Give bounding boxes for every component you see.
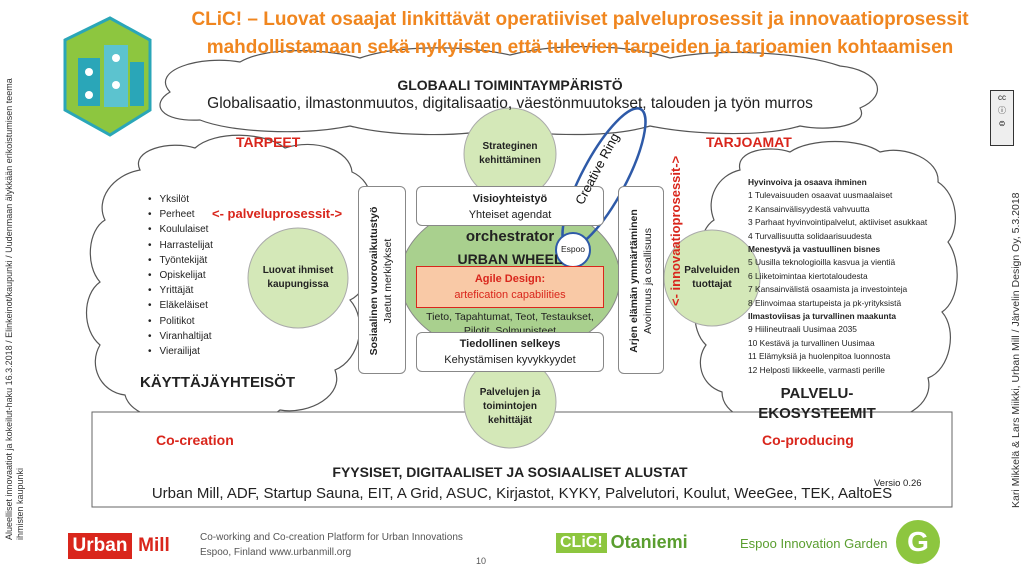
everyday-bar-sub: Avoimuus ja osallisuus (642, 227, 654, 335)
global-text: Globalisaatio, ilmastonmuutos, digitalis… (207, 95, 813, 112)
garden-logo-icon: G (896, 520, 940, 564)
list-item: 11 Elämyksiä ja huolenpitoa luonnosta (748, 351, 891, 362)
vision-box: Visioyhteistyö Yhteiset agendat (416, 186, 604, 226)
title-line-2: mahdollistamaan sekä nykyisten että tule… (206, 37, 954, 58)
user-community-label: KÄYTTÄJÄYHTEISÖT (140, 374, 296, 391)
list-item: Viranhaltijat (148, 329, 213, 344)
list-item: Opiskelijat (148, 268, 213, 283)
global-cloud (159, 46, 879, 136)
list-group-title: Hyvinvoiva ja osaava ihminen (748, 177, 867, 187)
list-item: Koululaiset (148, 222, 213, 237)
info-title: Tiedollinen selkeys (459, 338, 561, 350)
urban-wheel-label: URBAN WHEEL (457, 251, 563, 267)
platforms-heading: FYYSISET, DIGITAALISET JA SOSIAALISET AL… (332, 464, 688, 480)
list-item: 5 Uusilla teknologioilla kasvua ja vient… (748, 257, 896, 268)
page-number: 10 (476, 556, 487, 566)
list-item: 6 Liiketoimintaa kiertotaloudesta (748, 270, 868, 281)
list-item: Yrittäjät (148, 283, 213, 298)
user-list: Yksilöt Perheet Koululaiset Harrastelija… (148, 192, 213, 359)
agile-design-box: Agile Design: artefication capabilities (416, 266, 604, 308)
tagline-line-2: Espoo, Finland www.urbanmill.org (200, 547, 352, 558)
list-item: Perheet (148, 207, 213, 222)
list-item: 4 Turvallisuutta solidaarisuudesta (748, 230, 872, 241)
info-box: Tiedollinen selkeys Kehystämisen kyvykky… (416, 332, 604, 372)
social-bar-title: Sosiaalinen vuorovaikutustyö (368, 206, 380, 356)
providers-circle (663, 229, 761, 327)
city-logo-icon (63, 16, 152, 137)
list-item: Harrastelijat (148, 238, 213, 253)
espoo-node-label: Espoo (560, 244, 586, 254)
social-interaction-bar: Sosiaalinen vuorovaikutustyö Jaetut merk… (358, 186, 406, 374)
urban-mill-logo-mill: Mill (138, 535, 170, 556)
ecosystem-line-1: PALVELU- (780, 385, 854, 402)
platforms-text: Urban Mill, ADF, Startup Sauna, EIT, A G… (151, 485, 893, 502)
creatives-circle (247, 227, 349, 329)
offerings-heading: TARJOAMAT (706, 134, 792, 150)
social-bar-sub: Jaetut merkitykset (382, 238, 394, 324)
list-item: 3 Parhaat hyvinvointipalvelut, aktiivise… (748, 217, 928, 228)
everyday-bar-title: Arjen elämän ymmärtäminen (628, 209, 640, 353)
otaniemi-text: Otaniemi (610, 532, 688, 552)
global-heading: GLOBAALI TOIMINTAYMPÄRISTÖ (397, 77, 623, 93)
list-item: 2 Kansainvälisyydestä vahvuutta (748, 203, 870, 214)
strategy-label: Strateginen kehittäminen (479, 141, 541, 166)
everyday-life-bar: Arjen elämän ymmärtäminen Avoimuus ja os… (618, 186, 664, 374)
espoo-innovation-garden-text: Espoo Innovation Garden (740, 536, 888, 551)
service-process-label: <- palveluprosessit-> (212, 206, 343, 221)
tagline-line-1: Co-working and Co-creation Platform for … (200, 532, 463, 543)
providers-label: Palveluiden tuottajat (684, 265, 740, 290)
agile-title: Agile Design: (474, 273, 546, 285)
info-sub: Kehystämisen kyvykkyydet (444, 354, 576, 366)
clic-otaniemi-logo: CLiC! Otaniemi (556, 532, 688, 553)
ecosystem-line-2: EKOSYSTEEMIT (758, 405, 876, 422)
offering-list: Hyvinvoiva ja osaava ihminen 1 Tulevaisu… (748, 176, 927, 377)
orchestrator-label: orchestrator (465, 228, 555, 245)
creatives-label: Luovat ihmiset kaupungissa (262, 265, 334, 290)
urban-mill-logo: Urban Mill (68, 533, 178, 559)
title-line-1: CLiC! – Luovat osaajat linkittävät opera… (191, 9, 969, 30)
list-item: Politikot (148, 314, 213, 329)
list-item: 7 Kansainvälistä osaamista ja investoint… (748, 284, 908, 295)
right-vertical-note: Kari Mikkelä & Lars Miikki, Urban Mill /… (1010, 192, 1022, 509)
list-item: 12 Helposti liikkeelle, varmasti perille (748, 364, 885, 375)
list-item: 10 Kestävä ja turvallinen Uusimaa (748, 337, 875, 348)
urban-mill-logo-urban: Urban (68, 533, 132, 559)
list-item: Yksilöt (148, 192, 213, 207)
needs-heading: TARPEET (236, 134, 301, 150)
page-title: CLiC! – Luovat osaajat linkittävät opera… (150, 6, 1010, 62)
clic-logo-text: CLiC! (556, 532, 607, 553)
list-item: 9 Hiilineutraali Uusimaa 2035 (748, 324, 857, 335)
service-ecosystem-label: PALVELU- EKOSYSTEEMIT (752, 384, 882, 424)
list-item: Eläkeläiset (148, 298, 213, 313)
footer-tagline: Co-working and Co-creation Platform for … (200, 530, 463, 560)
developers-label: Palvelujen ja toimintojen kehittäjät (479, 387, 541, 426)
vision-title: Visioyhteistyö (472, 193, 548, 205)
list-group-title: Ilmastoviisas ja turvallinen maakunta (748, 311, 897, 322)
vision-sub: Yhteiset agendat (468, 209, 552, 221)
co-producing-label: Co-producing (762, 432, 854, 448)
platforms-version: Versio 0.26 (874, 478, 922, 489)
list-item: Työntekijät (148, 253, 213, 268)
left-vertical-note: Alueelliset innovaatiot ja kokeilut-haku… (4, 78, 25, 540)
agile-sub: artefication capabilities (454, 289, 566, 301)
list-group-title: Menestyvä ja vastuullinen bisnes (748, 244, 881, 255)
list-item: 1 Tulevaisuuden osaavat uusmaalaiset (748, 190, 893, 201)
list-item: 8 Elinvoimaa startupeista ja pk-yrityksi… (748, 297, 902, 308)
list-item: Vierailijat (148, 344, 213, 359)
co-creation-label: Co-creation (156, 432, 234, 448)
